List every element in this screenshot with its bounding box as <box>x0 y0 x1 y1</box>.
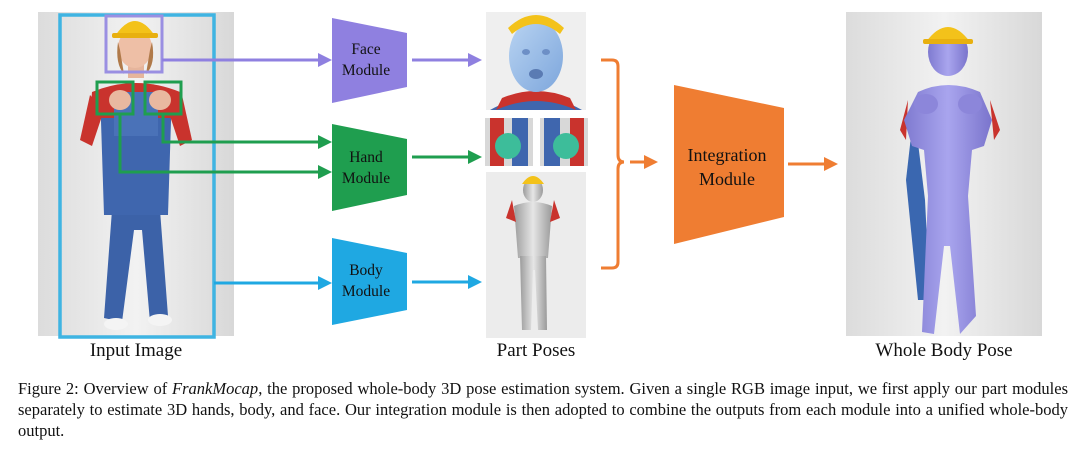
connectors-modules <box>412 53 482 289</box>
part-poses <box>485 12 588 338</box>
body-module-label-1: Body <box>349 262 383 279</box>
combine-bracket <box>601 58 658 270</box>
integration-module-label-1: Integration <box>688 145 767 165</box>
input-image <box>38 12 234 339</box>
part-poses-label: Part Poses <box>496 340 576 361</box>
integration-module-label-2: Module <box>699 169 755 189</box>
face-crop-box <box>104 14 164 74</box>
face-pose-image <box>486 12 586 110</box>
pipeline-diagram: Face Module Hand Module Body Module <box>38 12 1042 339</box>
connectors-input <box>118 53 332 290</box>
whole-body-pose-label: Whole Body Pose <box>875 340 1013 361</box>
caption-body: , the proposed whole-body 3D pose estima… <box>18 379 1068 440</box>
hand-crop-box-left <box>95 80 135 116</box>
caption-system-name: FrankMocap <box>172 379 259 398</box>
integration-module: Integration Module <box>674 85 784 244</box>
face-module-label-2: Module <box>342 62 390 79</box>
input-image-label: Input Image <box>89 340 183 361</box>
hand-pose-image-left <box>485 118 533 166</box>
caption-prefix: Figure 2: Overview of <box>18 379 173 398</box>
whole-body-pose-image <box>846 12 1042 336</box>
body-pose-image <box>486 172 586 338</box>
hand-module-label-1: Hand <box>349 149 383 166</box>
face-module-label-1: Face <box>351 41 380 58</box>
body-module: Body Module <box>332 238 407 325</box>
body-module-label-2: Module <box>342 283 390 300</box>
figure-caption: Figure 2: Overview of FrankMocap, the pr… <box>18 378 1068 441</box>
connector-output <box>788 157 838 171</box>
hand-module-label-2: Module <box>342 170 390 187</box>
hand-pose-image-right <box>540 118 588 166</box>
face-module: Face Module <box>332 18 407 103</box>
hand-module: Hand Module <box>332 124 407 211</box>
